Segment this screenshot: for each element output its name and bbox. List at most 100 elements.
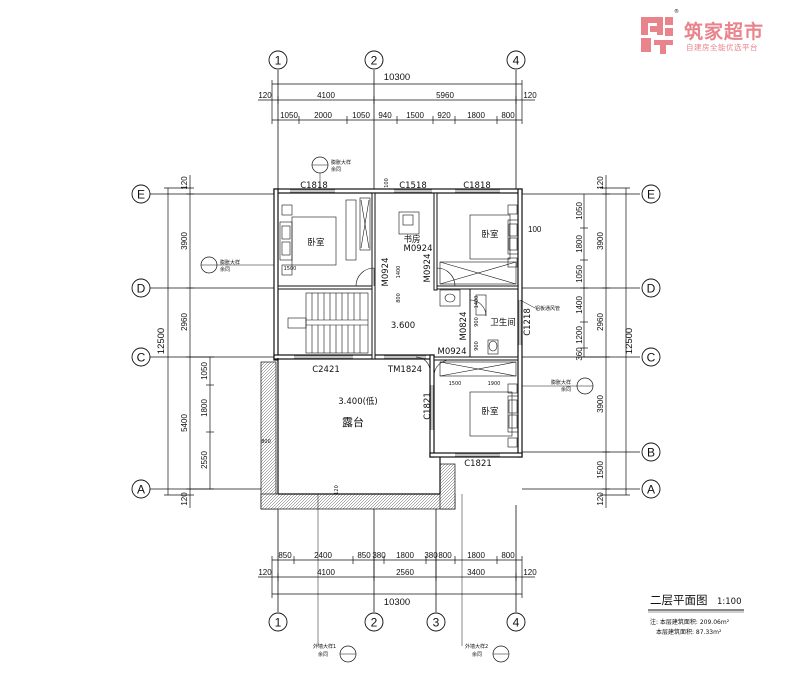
dim-value: 100 (384, 178, 390, 188)
door-labels: M0924 M0924 M0924 M0824 M0924 (381, 244, 469, 357)
walls (273, 188, 523, 495)
callout-marker: 外墙大样2 余同 (465, 643, 510, 663)
dim-value: 1800 (575, 235, 584, 253)
dim-value: 120 (523, 568, 537, 577)
room-name: 卧室 (481, 229, 499, 240)
dim-value: 100 (528, 225, 542, 234)
dim-value: 1900 (488, 381, 501, 387)
dim-value: 2560 (396, 568, 414, 577)
area-note: 本层建筑面积: 87.33m² (656, 628, 722, 636)
brand-logo: 筑家超市 ® 自建房全能优选平台 (641, 8, 764, 54)
axis-bubbles-right: E D C B A (641, 184, 661, 499)
level-mark: 3.400(低) (338, 396, 377, 407)
axis-bubbles-bottom: 1 2 3 4 (268, 612, 526, 632)
level-mark: 3.600 (391, 321, 415, 331)
room-name-terrace: 露台 (342, 415, 364, 429)
callout-text: 余同 (318, 651, 328, 658)
dim-value: 380 (424, 551, 438, 560)
axis-label: A (647, 483, 655, 497)
brand-name: 筑家超市 (684, 20, 764, 43)
dim-value: 2960 (180, 313, 189, 331)
door-label: M0924 (381, 258, 391, 287)
dim-value: 1800 (200, 399, 209, 417)
bed-bottom-right (469, 391, 513, 437)
callout-text: 余同 (561, 386, 571, 393)
axis-bubbles-top: 1 2 4 (268, 50, 526, 70)
staircase (287, 292, 369, 354)
axis-bubbles-left: E D C A (131, 184, 151, 499)
dim-value: 1400 (474, 296, 480, 309)
dim-value: 1050 (200, 362, 209, 380)
grid-lines (150, 70, 640, 612)
axis-label: 2 (371, 54, 378, 68)
axis-label: A (137, 483, 145, 497)
room-name: 卧室 (307, 237, 325, 248)
registered-mark: ® (674, 8, 679, 15)
dim-value: 380 (372, 551, 386, 560)
dim-value: 1800 (467, 111, 485, 120)
dim-value: 2000 (314, 111, 332, 120)
axis-label: 4 (513, 54, 520, 68)
axis-label: 3 (433, 616, 440, 630)
callout-marker: 膨胀大样 余同 (200, 256, 240, 274)
dim-value: 1050 (352, 111, 370, 120)
dim-text-bottom: 850 2400 850 380 1800 380 800 1800 800 1… (258, 551, 537, 608)
axis-label: E (647, 188, 655, 202)
dim-value: 120 (258, 568, 272, 577)
dim-value: 1500 (449, 381, 462, 387)
furniture (279, 197, 519, 448)
dim-value: 850 (357, 551, 371, 560)
axis-label: C (647, 351, 656, 365)
callout-marker: 外墙大样1 余同 (313, 643, 357, 663)
dim-value: 1500 (406, 111, 424, 120)
axis-label: D (137, 282, 146, 296)
area-note: 注: 本层建筑面积: 209.06m² (650, 618, 730, 626)
callout-text: 膨胀大样 (220, 259, 240, 266)
axis-label: C (137, 351, 146, 365)
callout-text: 膨胀大样 (331, 159, 351, 166)
window-marks (290, 189, 522, 457)
dim-value: 1800 (396, 551, 414, 560)
callout-marker: 膨胀大样 余同 (311, 156, 351, 174)
dim-value: 120 (596, 492, 605, 506)
door-label: M0924 (423, 254, 433, 283)
window-label: C1218 (523, 308, 533, 336)
dim-lines-bottom (258, 556, 535, 598)
desk-study (398, 211, 420, 235)
window-label: C1821 (464, 459, 492, 469)
detail-callouts: 膨胀大样 余同 膨胀大样 余同 膨胀大样 余同 外墙大样1 余同 外墙大样2 余… (200, 156, 594, 663)
dim-text-left: 12500 120 3900 2960 5400 120 1050 1800 2… (156, 176, 209, 506)
window-label: TM1824 (387, 365, 422, 375)
dim-value: 4100 (317, 91, 335, 100)
dim-lines-right (580, 175, 630, 508)
bed-top-right (469, 214, 511, 260)
callout-text: 外墙大样1 (313, 643, 336, 650)
dim-value: 1500 (596, 461, 605, 479)
axis-label: 1 (275, 54, 282, 68)
callout-text: 外墙大样2 (465, 643, 488, 650)
dim-value: 120 (258, 91, 272, 100)
dim-value: 120 (523, 91, 537, 100)
dim-value: 1200 (575, 326, 584, 344)
dim-value: 120 (180, 176, 189, 190)
dim-value: 2400 (314, 551, 332, 560)
dim-value: 3400 (467, 568, 485, 577)
axis-label: 2 (371, 616, 378, 630)
callout-text: 余同 (472, 651, 482, 658)
callout-text: 铝板通风管 (535, 305, 560, 312)
dim-value: 120 (334, 485, 340, 495)
callout-text: 余同 (331, 166, 341, 173)
dim-lines-left (164, 175, 214, 508)
dim-value: 2960 (596, 313, 605, 331)
axis-label: B (647, 446, 655, 460)
dim-value: 920 (437, 111, 451, 120)
dim-value: 1050 (575, 265, 584, 283)
dim-value: 5400 (180, 414, 189, 432)
window-label: C1821 (423, 392, 433, 420)
dim-value: 800 (501, 551, 515, 560)
dim-value: 3900 (180, 232, 189, 250)
door-label: M0924 (404, 244, 433, 254)
dim-value: 360 (575, 347, 584, 361)
dim-value: 800 (501, 111, 515, 120)
